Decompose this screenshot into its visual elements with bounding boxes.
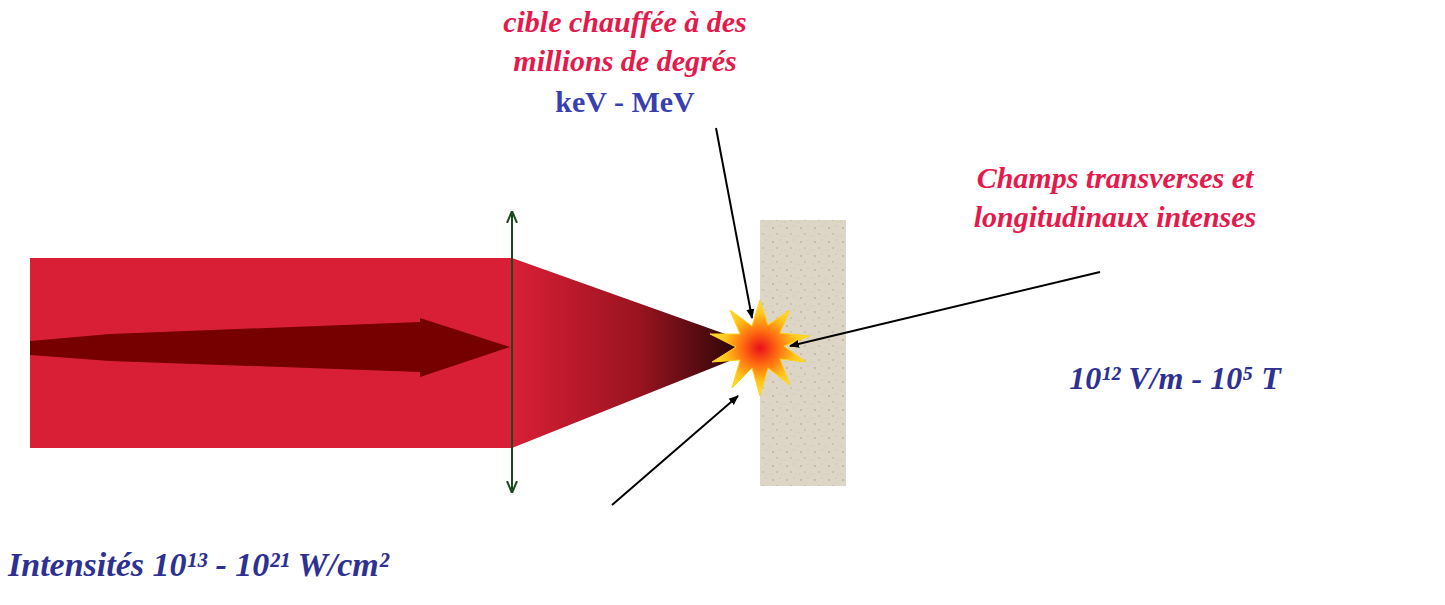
laser-beam [30, 258, 512, 448]
leader-line [790, 272, 1100, 346]
intensity-range: Intensités 10¹³ - 10²¹ W/cm² [8, 543, 389, 587]
energy-range: keV - MeV [555, 82, 694, 121]
lens [511, 212, 513, 492]
field-note: Champs transverses et longitudinaux inte… [890, 158, 1340, 236]
plasma-burst [710, 300, 810, 396]
focused-beam [512, 258, 742, 448]
leader-line [612, 396, 738, 505]
target-note: cible chauffée à des millions de degrés [453, 2, 798, 80]
field-values: 10¹² V/m - 10⁵ T [1069, 358, 1281, 400]
leader-line [716, 128, 752, 318]
beam-arrow [30, 318, 510, 377]
lens [511, 212, 513, 492]
